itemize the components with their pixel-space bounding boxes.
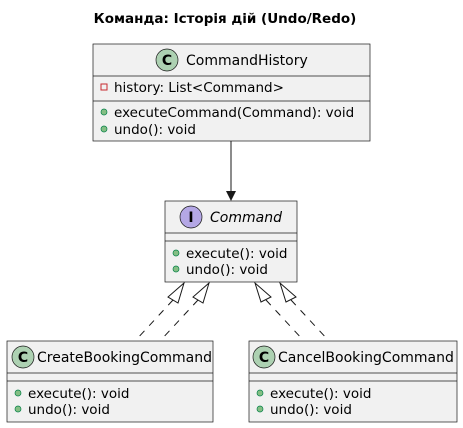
class-stereotype-letter: C [259,350,269,366]
class-name: CommandHistory [186,53,308,69]
class-stereotype-letter: C [162,53,172,69]
diagram-title: Команда: Історія дій (Undo/Redo) [94,11,357,27]
public-method-marker [14,389,22,397]
realization-cancel-to-command [253,281,330,342]
public-method-marker [172,265,180,273]
private-field-marker [100,83,108,91]
method-execute: execute(): void [270,386,371,402]
realization-triangle [192,281,210,304]
class-stereotype-letter: C [18,350,28,366]
class-name: CancelBookingCommand [278,350,454,366]
interface-stereotype-circle [179,205,203,229]
public-method-marker [100,125,108,133]
realization-triangle [253,281,272,303]
realization-triangle [167,281,185,304]
class-stereotype-circle [252,345,276,369]
public-method-marker [14,405,22,413]
public-method-marker [256,389,264,397]
interface-stereotype-letter: I [188,210,193,226]
method-undo: undo(): void [186,262,268,278]
class-stereotype-circle [11,345,35,369]
method-undo: undo(): void [28,402,110,418]
interface-command: I Command execute(): void undo(): void [164,200,298,283]
public-method-marker [256,405,264,413]
public-method-marker [100,108,108,116]
method-undo: undo(): void [270,402,352,418]
public-method-marker [172,249,180,257]
class-name: CreateBookingCommand [37,350,212,366]
method-undo: undo(): void [114,122,196,138]
method-execute: execute(): void [186,246,287,262]
arrowhead [226,191,236,201]
interface-name: Command [210,210,282,226]
method-execute-command: executeCommand(Command): void [114,105,354,121]
association-history-to-command [226,141,236,201]
method-execute: execute(): void [28,386,129,402]
field-history: history: List<Command> [114,80,284,96]
realization-triangle [278,281,297,303]
realization-create-to-command [134,281,210,342]
class-stereotype-circle [155,48,179,72]
class-command-history: C CommandHistory history: List<Command> … [92,43,371,142]
class-cancel-booking-command: C CancelBookingCommand execute(): void u… [248,340,458,423]
class-create-booking-command: C CreateBookingCommand execute(): void u… [6,340,214,423]
